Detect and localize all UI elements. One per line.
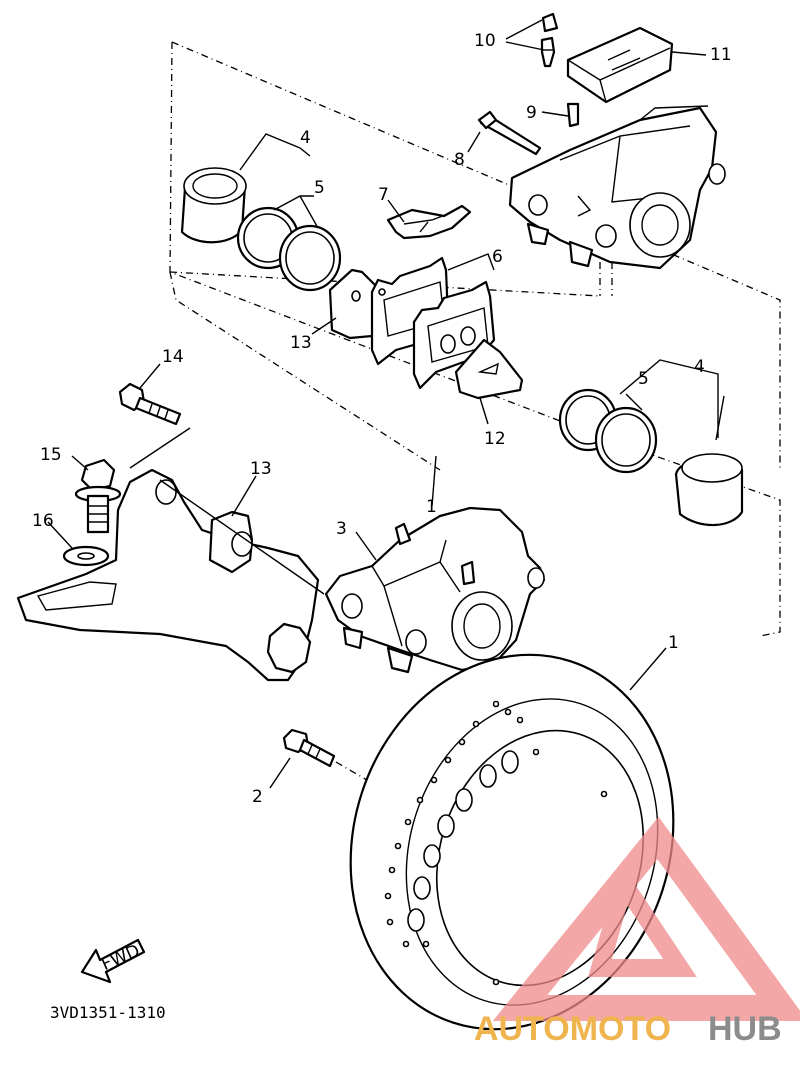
label-4-top: 4 bbox=[300, 128, 311, 148]
label-12: 12 bbox=[484, 429, 506, 449]
bolt-16 bbox=[74, 458, 122, 534]
label-11: 11 bbox=[710, 45, 732, 65]
washer bbox=[62, 545, 110, 567]
piston-lower bbox=[674, 453, 744, 527]
watermark-text-hub: HUB bbox=[708, 1010, 782, 1048]
leader-lines bbox=[47, 19, 725, 789]
label-7: 7 bbox=[378, 185, 389, 205]
label-3: 3 bbox=[336, 519, 347, 539]
label-9: 9 bbox=[526, 103, 537, 123]
label-1: 1 bbox=[668, 633, 679, 653]
watermark-text-auto: AUTOMOTO bbox=[474, 1010, 671, 1048]
brake-pads bbox=[370, 256, 496, 390]
bleed-screw bbox=[540, 12, 559, 68]
pad-clip bbox=[566, 102, 580, 128]
fwd-arrow: FWD bbox=[80, 938, 146, 984]
label-5-bottom: 5 bbox=[638, 369, 649, 389]
label-17: 16 bbox=[32, 511, 54, 531]
label-16: 15 bbox=[40, 445, 62, 465]
pad-cover bbox=[566, 26, 674, 104]
label-14: 13 bbox=[250, 459, 272, 479]
drawing-code: 3VD1351-1310 bbox=[50, 1003, 166, 1022]
label-8: 8 bbox=[454, 150, 465, 170]
brake-disc bbox=[349, 653, 675, 1031]
watermark-triangle-logo bbox=[492, 816, 800, 1021]
label-6: 6 bbox=[492, 247, 503, 267]
fwd-label: FWD bbox=[99, 941, 143, 975]
disc-bolt bbox=[282, 728, 336, 768]
label-10: 10 bbox=[474, 31, 496, 51]
pad-shim-2 bbox=[454, 338, 524, 400]
disc-holes bbox=[384, 700, 608, 986]
piston-upper bbox=[180, 167, 247, 244]
caliper-assembly-top bbox=[508, 105, 726, 270]
pad-pin bbox=[477, 110, 542, 156]
label-13: 13 bbox=[290, 333, 312, 353]
pad-spring bbox=[386, 204, 472, 240]
label-1-middle: 1 bbox=[426, 497, 437, 517]
label-15: 14 bbox=[162, 347, 184, 367]
label-4-bottom: 4 bbox=[694, 357, 705, 377]
caliper-bracket bbox=[16, 468, 320, 682]
seal-upper bbox=[236, 206, 342, 292]
bolt-15 bbox=[118, 382, 182, 426]
caliper-assembly-middle bbox=[324, 506, 546, 674]
watermark: AUTOMOTO HUB bbox=[474, 816, 800, 1048]
label-2: 2 bbox=[252, 787, 263, 807]
seal-lower bbox=[558, 388, 658, 474]
exploded-view-guides bbox=[169, 41, 781, 637]
label-5-top: 5 bbox=[314, 178, 325, 198]
part-labels: 10 11 9 8 4 5 7 6 13 12 5 4 14 15 13 16 … bbox=[32, 31, 732, 807]
pad-shim bbox=[328, 268, 378, 340]
